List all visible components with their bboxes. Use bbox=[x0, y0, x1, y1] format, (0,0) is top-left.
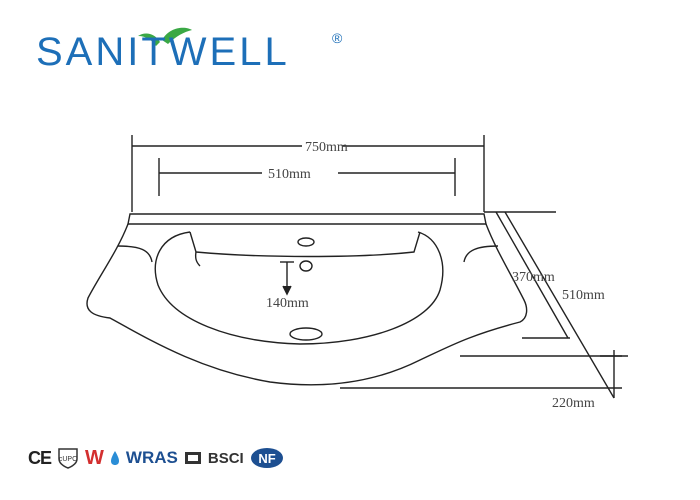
label-depth-inner: 370mm bbox=[512, 270, 555, 285]
svg-text:cUPC: cUPC bbox=[59, 456, 77, 463]
ce-mark: CE bbox=[28, 447, 52, 468]
wras-logo: WRAS bbox=[125, 448, 178, 467]
basin-rim-top bbox=[127, 213, 487, 225]
label-height: 220mm bbox=[552, 396, 595, 411]
overflow-hole bbox=[299, 260, 313, 272]
leaf-icon bbox=[138, 27, 192, 46]
deck-curve-left bbox=[194, 251, 201, 267]
dim-line-370 bbox=[495, 211, 569, 339]
label-basin-width: 510mm bbox=[268, 167, 311, 182]
brand-logo: SANITWELL ® bbox=[30, 22, 360, 82]
drain-hole bbox=[289, 327, 323, 341]
water-drop-icon bbox=[110, 451, 119, 465]
faucet-hole bbox=[297, 237, 315, 247]
faucet-deck bbox=[189, 231, 421, 258]
upc-shield-icon: cUPC bbox=[58, 448, 78, 469]
svg-text:NF: NF bbox=[258, 451, 275, 466]
label-depth-outer: 510mm bbox=[562, 288, 605, 303]
dim-140-arrow bbox=[282, 285, 292, 296]
left-ledge-curve bbox=[117, 245, 153, 263]
dim-line-510-depth bbox=[504, 211, 615, 399]
label-overall-width: 750mm bbox=[305, 140, 348, 155]
label-drain-offset: 140mm bbox=[266, 296, 309, 311]
certification-logos: CE cUPC W WRAS BSCI NF bbox=[28, 442, 284, 474]
nf-logo: NF bbox=[250, 448, 283, 468]
watermark-logo: W bbox=[85, 447, 104, 469]
brand-name: SANITWELL bbox=[36, 30, 290, 74]
basin-outer-outline bbox=[86, 223, 528, 386]
bsci-logo: BSCI bbox=[207, 449, 244, 467]
registered-mark: ® bbox=[332, 30, 343, 46]
basin-inner-bowl bbox=[154, 231, 444, 345]
right-ledge-curve bbox=[463, 245, 499, 263]
bsci-emblem-icon bbox=[184, 452, 201, 464]
